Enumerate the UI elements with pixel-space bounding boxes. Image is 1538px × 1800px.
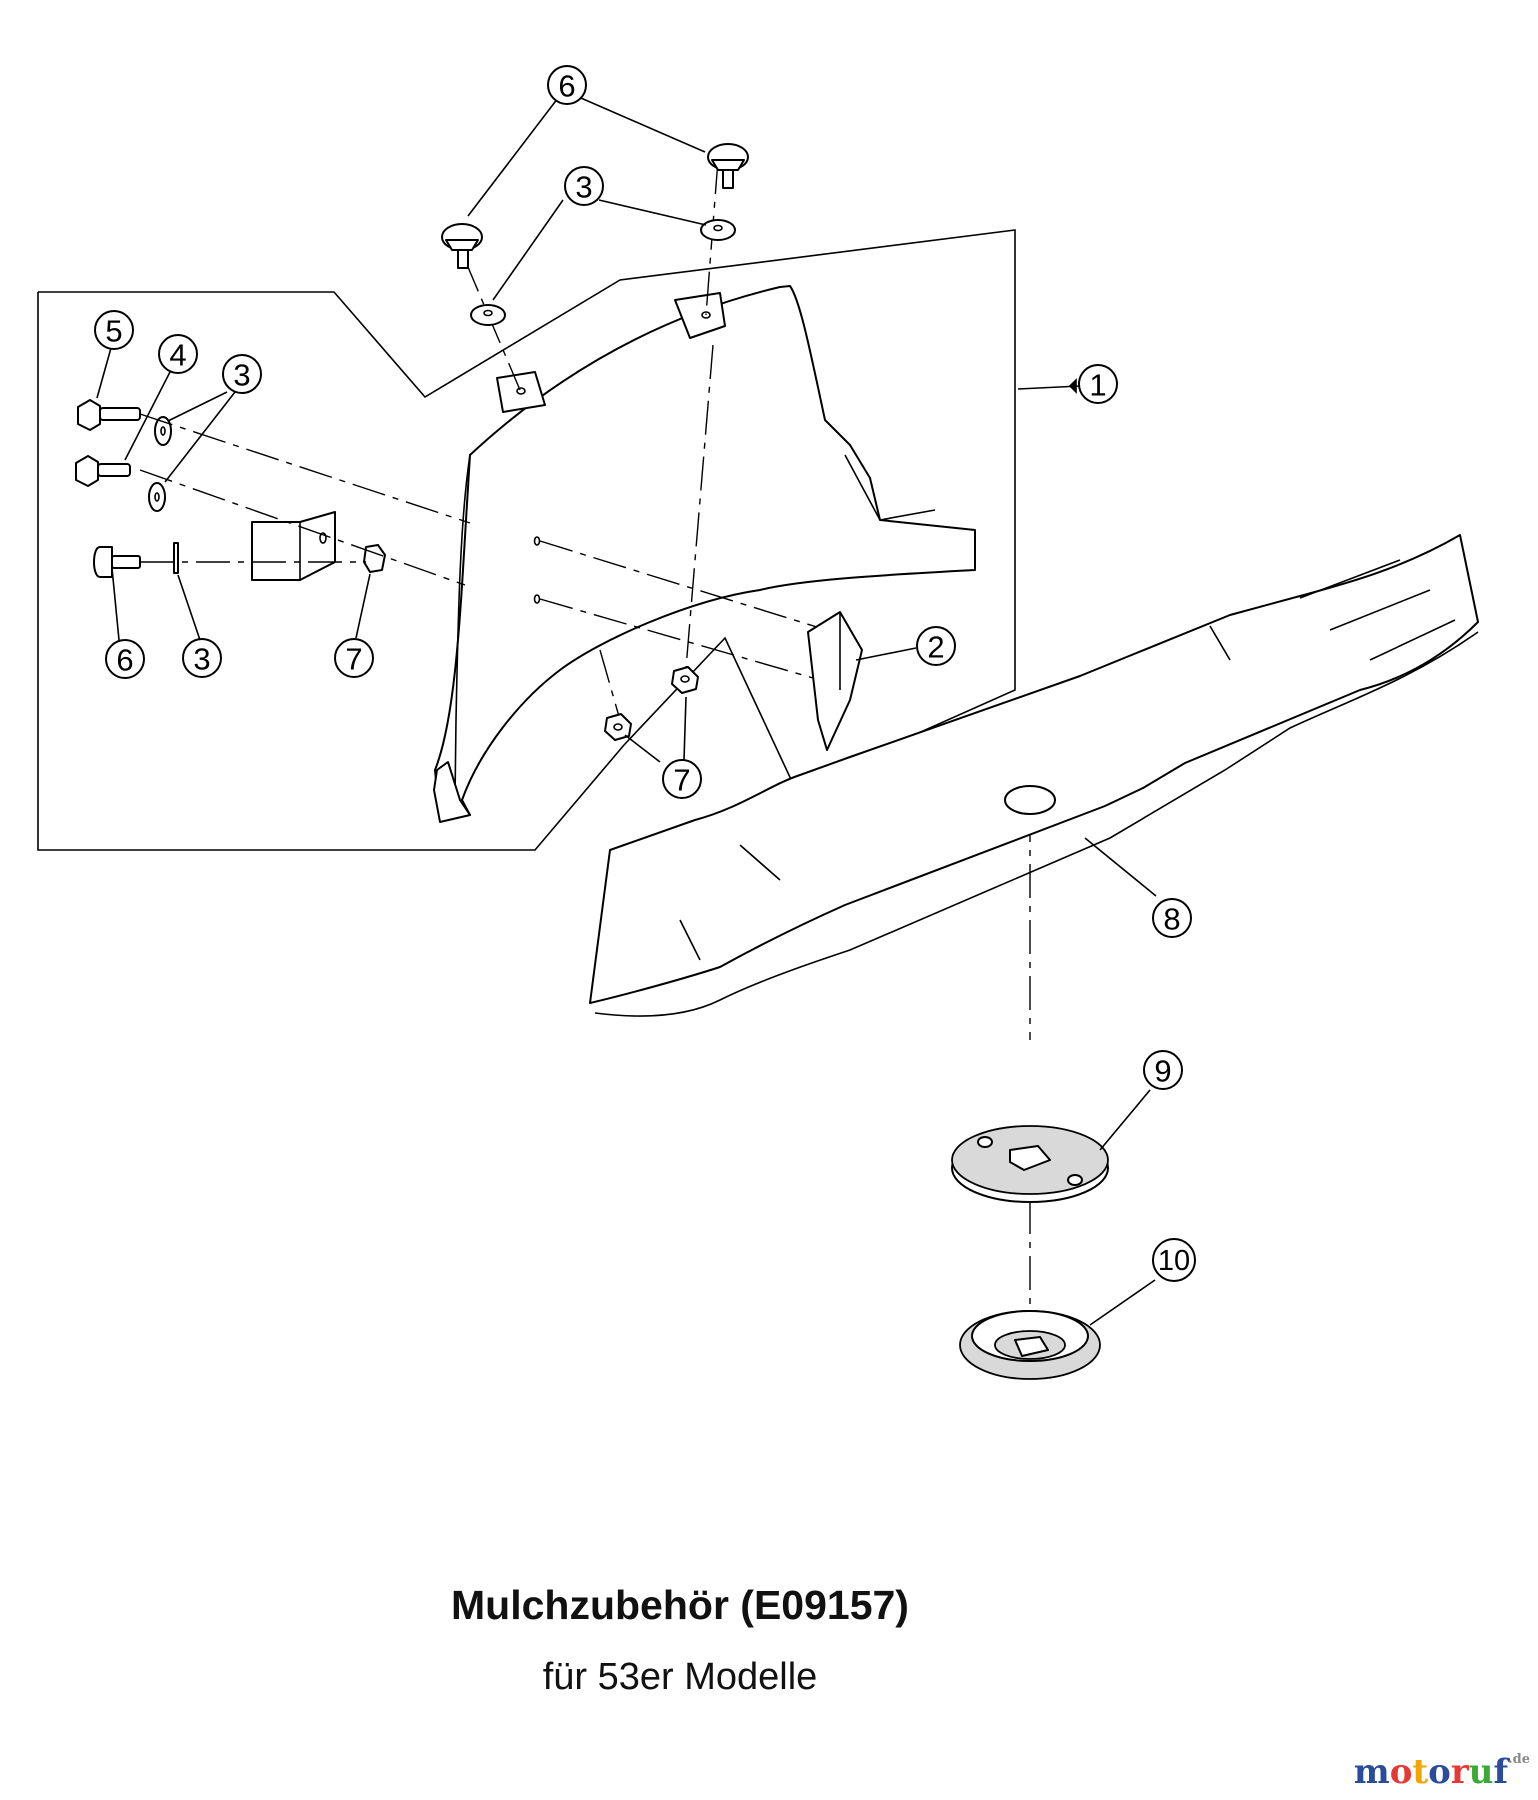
blade-retainer-part — [959, 1310, 1101, 1380]
svg-text:5: 5 — [105, 314, 122, 349]
mulch-wedge-part — [807, 611, 863, 751]
callout-1: 1 — [1078, 364, 1118, 404]
lower-nuts — [604, 666, 699, 741]
watermark-letter: r — [1450, 1752, 1469, 1792]
svg-text:1: 1 — [1089, 368, 1106, 403]
assembly-line — [684, 344, 714, 681]
svg-text:6: 6 — [558, 69, 575, 104]
watermark-letter: t — [1412, 1752, 1429, 1792]
svg-text:6: 6 — [116, 643, 133, 678]
callout-4: 4 — [158, 334, 198, 374]
callout-2: 2 — [916, 626, 956, 666]
blade-adapter-part — [951, 1125, 1109, 1203]
callout-7-bottom: 7 — [662, 759, 702, 799]
svg-text:4: 4 — [169, 338, 186, 373]
watermark-letter: o — [1428, 1752, 1451, 1792]
callout-3-left: 3 — [222, 354, 262, 394]
callout-6-top: 6 — [547, 65, 587, 105]
callout-10: 10 — [1152, 1238, 1196, 1282]
assembly-line — [599, 649, 621, 721]
watermark-letter: m — [1353, 1752, 1390, 1792]
svg-text:3: 3 — [233, 358, 250, 393]
callout-3-top: 3 — [564, 166, 604, 206]
svg-text:7: 7 — [673, 763, 690, 798]
site-watermark: motoruf.de — [1354, 1752, 1530, 1792]
diagram-subtitle: für 53er Modelle — [542, 1656, 818, 1698]
mower-blade-part — [589, 534, 1479, 1017]
mounting-bracket — [75, 399, 386, 581]
watermark-name: motoruf — [1354, 1752, 1508, 1792]
diagram-title: Mulchzubehör (E09157) — [451, 1582, 909, 1628]
callout-8: 8 — [1152, 898, 1192, 938]
watermark-letter: o — [1389, 1752, 1413, 1792]
callout-9: 9 — [1143, 1050, 1183, 1090]
leader-lines — [96, 94, 1157, 1326]
assembly-line — [139, 469, 466, 586]
svg-text:10: 10 — [1158, 1245, 1190, 1277]
assembly-line — [139, 413, 471, 524]
mulch-plug-part — [433, 285, 976, 823]
svg-text:9: 9 — [1154, 1054, 1171, 1089]
svg-text:8: 8 — [1163, 902, 1180, 937]
callout-7-left: 7 — [334, 638, 374, 678]
callout-5: 5 — [94, 310, 134, 350]
svg-text:7: 7 — [345, 642, 362, 677]
callout-6-left: 6 — [105, 639, 145, 679]
svg-text:2: 2 — [927, 630, 944, 665]
svg-text:3: 3 — [575, 170, 592, 205]
callout-3-bottom: 3 — [182, 638, 222, 678]
assembly-line — [539, 540, 821, 629]
top-hardware — [441, 143, 749, 326]
watermark-letter: f — [1493, 1752, 1509, 1792]
watermark-letter: u — [1468, 1752, 1494, 1792]
svg-text:3: 3 — [193, 642, 210, 677]
watermark-domain: .de — [1508, 1752, 1530, 1767]
assembly-line — [539, 598, 821, 681]
